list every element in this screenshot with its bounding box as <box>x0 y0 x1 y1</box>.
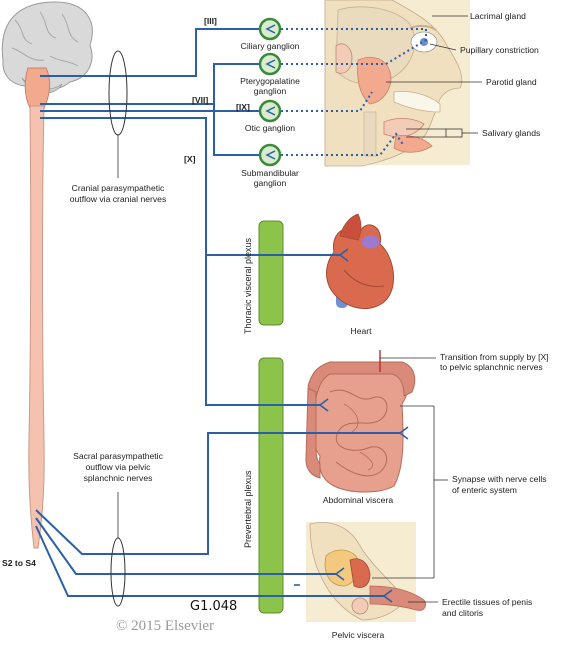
label-otic-ganglion: Otic ganglion <box>244 123 296 133</box>
postganglionic-fibres <box>276 28 427 156</box>
nerve-pathways <box>35 28 400 597</box>
thoracic-visceral-plexus <box>258 220 284 326</box>
nerve-label-ix: [IX] <box>236 102 250 112</box>
nerve-label-iii: [III] <box>204 16 217 26</box>
label-transition-line2: to pelvic splanchnic nerves <box>440 362 543 372</box>
label-synapse-line2: of enteric system <box>452 485 517 495</box>
label-transition-line1: Transition from supply by [X] <box>440 352 549 362</box>
copyright-notice: © 2015 Elsevier <box>116 618 215 634</box>
label-sacral-outflow-line1: Sacral parasympathetic <box>73 451 163 461</box>
label-thoracic-visceral-plexus: Thoracic visceral plexus <box>243 237 253 334</box>
label-submandibular-line1: Submandibular <box>241 168 299 178</box>
cranial-outflow-bundle <box>108 50 128 136</box>
label-cranial-outflow-line1: Cranial parasympathetic <box>71 183 165 193</box>
nerve-vagus <box>40 117 340 406</box>
label-pterygopalatine-line1: Pterygopalatine <box>240 76 300 86</box>
label-heart: Heart <box>350 326 372 336</box>
pelvic-viscera-illustration <box>306 522 426 622</box>
label-salivary-glands: Salivary glands <box>482 128 541 138</box>
label-pterygopalatine-line2: ganglion <box>253 86 287 96</box>
label-lacrimal-gland: Lacrimal gland <box>470 11 526 21</box>
label-prevertebral-plexus: Prevertebral plexus <box>243 470 253 548</box>
nerve-endings <box>294 248 409 603</box>
label-parotid-gland: Parotid gland <box>486 77 537 87</box>
nerve-label-x: [X] <box>184 154 196 164</box>
figure-code: G1.048 <box>190 599 238 614</box>
label-cranial-outflow-line2: outflow via cranial nerves <box>69 194 167 204</box>
label-abdominal-viscera: Abdominal viscera <box>322 495 394 505</box>
label-pelvic-viscera: Pelvic viscera <box>331 630 385 640</box>
spinal-cord <box>28 105 45 549</box>
label-sacral-outflow-line2: outflow via pelvic <box>85 462 151 472</box>
label-synapse-line1: Synapse with nerve cells <box>452 474 547 484</box>
abdominal-viscera-illustration <box>305 361 416 493</box>
nerve-label-vii: [VII] <box>192 95 209 105</box>
ganglion-submandibular <box>258 143 282 167</box>
label-erectile-line1: Erectile tissues of penis <box>442 597 533 607</box>
leader-lines <box>372 15 482 603</box>
label-erectile-line2: and clitoris <box>442 608 484 618</box>
sacral-nerve-3 <box>35 525 384 597</box>
label-sacral-segments: S2 to S4 <box>2 558 36 568</box>
brainstem <box>24 67 51 109</box>
heart-illustration <box>326 213 395 310</box>
sacral-nerve-1 <box>35 432 400 555</box>
ganglion-pterygopalatine <box>258 52 282 76</box>
label-submandibular-line2: ganglion <box>253 178 287 188</box>
prevertebral-plexus <box>258 357 284 614</box>
ganglion-ciliary <box>258 17 282 41</box>
label-ciliary-ganglion: Ciliary ganglion <box>240 41 300 51</box>
ganglion-otic <box>258 99 282 123</box>
sacral-nerve-2 <box>35 517 336 575</box>
nerve-oculomotor <box>40 28 268 77</box>
head-profile <box>324 0 470 167</box>
label-sacral-outflow-line3: splanchnic nerves <box>83 473 153 483</box>
label-pupillary-constriction: Pupillary constriction <box>460 45 539 55</box>
